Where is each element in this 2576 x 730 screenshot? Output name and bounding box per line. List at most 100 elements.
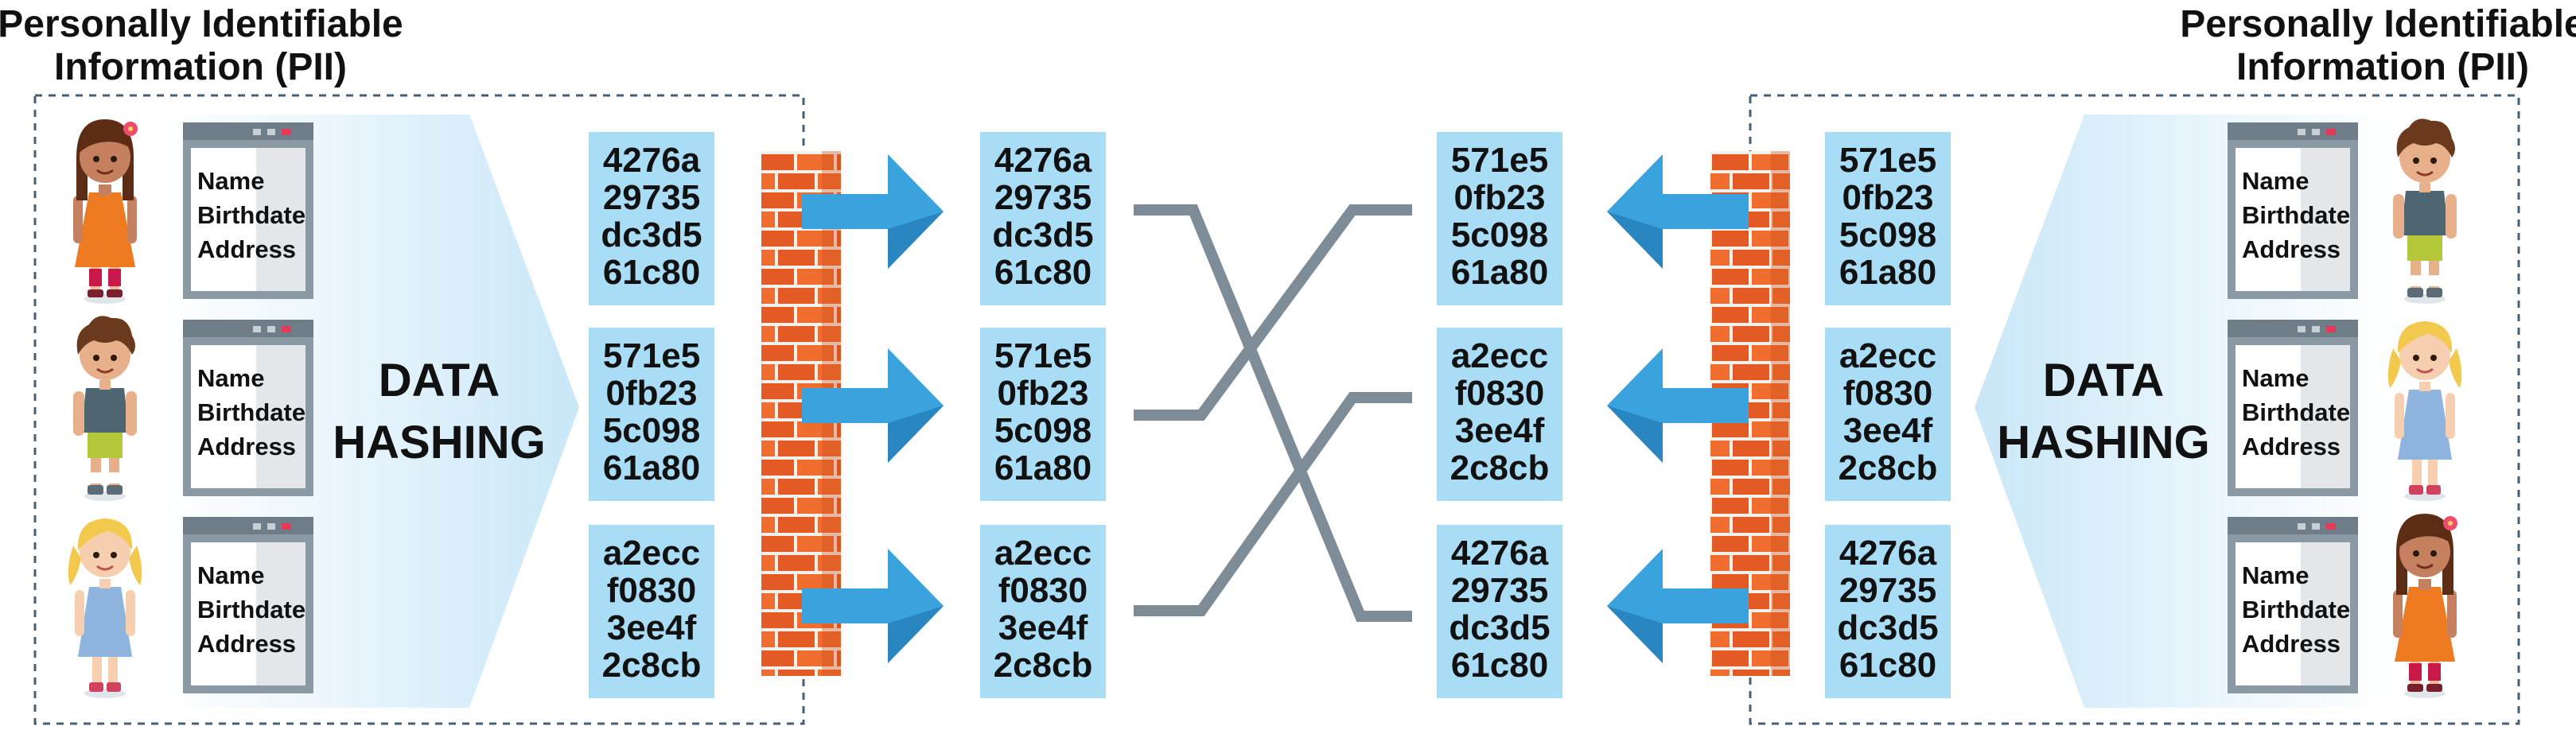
left-hashing-label: HASHING [333,417,545,468]
hash-box-background [980,525,1106,698]
hash-box-background [980,132,1106,305]
hash-line: 571e5 [1451,141,1548,180]
pii-field-address: Address [2242,235,2341,263]
hash-line: 2c8cb [1450,448,1550,487]
left-people: NameBirthdateAddressNameBirthdateAddress… [67,118,313,700]
hash-box-background [589,132,714,305]
hash-line: f0830 [607,571,697,610]
hash-box-background [589,328,714,501]
hash-box-background [589,525,714,698]
hash-line: 3ee4f [1455,411,1545,450]
hash-line: 571e5 [994,336,1091,375]
right-firewall-shade [1771,151,1790,676]
hash-line: 4276a [603,141,701,180]
hash-line: 61a80 [1451,253,1548,292]
hash-line: f0830 [1455,374,1545,413]
pii-field-birthdate: Birthdate [197,398,305,426]
hash-line: 2c8cb [1839,448,1938,487]
pii-field-name: Name [197,364,264,392]
pii-field-birthdate: Birthdate [2242,201,2350,229]
girl-blonde-pigtails-icon [2387,320,2463,503]
hash-line: a2ecc [1451,336,1548,375]
hash-line: 5c098 [603,411,700,450]
hash-box-background [1437,525,1562,698]
hash-line: 29735 [994,178,1091,217]
hash-line: 4276a [1451,534,1549,573]
hash-line: 29735 [603,178,700,217]
pii-field-name: Name [2242,167,2309,195]
right-pii-title-line1: Personally Identifiable [2180,3,2576,45]
hash-line: dc3d5 [992,216,1093,254]
hash-line: 29735 [1451,571,1548,610]
hash-line: 4276a [1839,534,1937,573]
hash-line: 61c80 [603,253,700,292]
girl-brown-hair-icon [2391,512,2459,700]
pii-field-address: Address [2242,433,2341,460]
pii-field-name: Name [2242,561,2309,589]
hash-line: dc3d5 [601,216,702,254]
hash-line: 0fb23 [606,374,698,413]
pii-field-address: Address [197,433,296,460]
hash-line: 5c098 [994,411,1091,450]
hash-line: f0830 [1843,374,1933,413]
hash-line: 61a80 [994,448,1091,487]
match-line-1 [1134,204,1412,622]
hash-line: 571e5 [603,336,700,375]
left-pii-title-line2: Information (PII) [54,46,347,88]
hash-line: f0830 [998,571,1088,610]
hash-line: 61c80 [1839,646,1936,685]
hash-line: 29735 [1839,571,1936,610]
pii-field-address: Address [2242,630,2341,658]
hash-line: dc3d5 [1837,608,1938,647]
hash-line: 0fb23 [1843,178,1934,217]
transmitted-left-records: 4276a29735dc3d561c80571e50fb235c09861a80… [980,132,1106,698]
hash-line: 571e5 [1839,141,1936,180]
hash-line: 5c098 [1451,216,1548,254]
hash-line: a2ecc [1839,336,1936,375]
pii-field-name: Name [197,561,264,589]
boy-curly-hair-icon [72,314,138,503]
right-hashing-label: HASHING [1997,417,2209,468]
pii-field-name: Name [197,167,264,195]
hash-box-background [1825,525,1951,698]
right-data-label: DATA [2043,355,2164,406]
hash-line: 0fb23 [1454,178,1546,217]
hash-line: 61a80 [603,448,700,487]
pii-field-address: Address [197,235,296,263]
hash-box-background [1437,132,1562,305]
girl-blonde-pigtails-icon [67,517,143,700]
pii-field-address: Address [197,630,296,658]
hash-line: 4276a [994,141,1092,180]
left-pii-title-line1: Personally Identifiable [0,3,403,45]
hash-line: dc3d5 [1449,608,1550,647]
hash-line: 3ee4f [607,608,697,647]
left-data-label: DATA [379,355,500,406]
pii-field-birthdate: Birthdate [197,201,305,229]
hash-line: 61a80 [1839,253,1936,292]
hash-line: a2ecc [603,534,700,573]
hash-box-background [1825,328,1951,501]
pii-field-name: Name [2242,364,2309,392]
match-line-2 [1134,204,1412,421]
boy-curly-hair-icon [2391,117,2458,305]
